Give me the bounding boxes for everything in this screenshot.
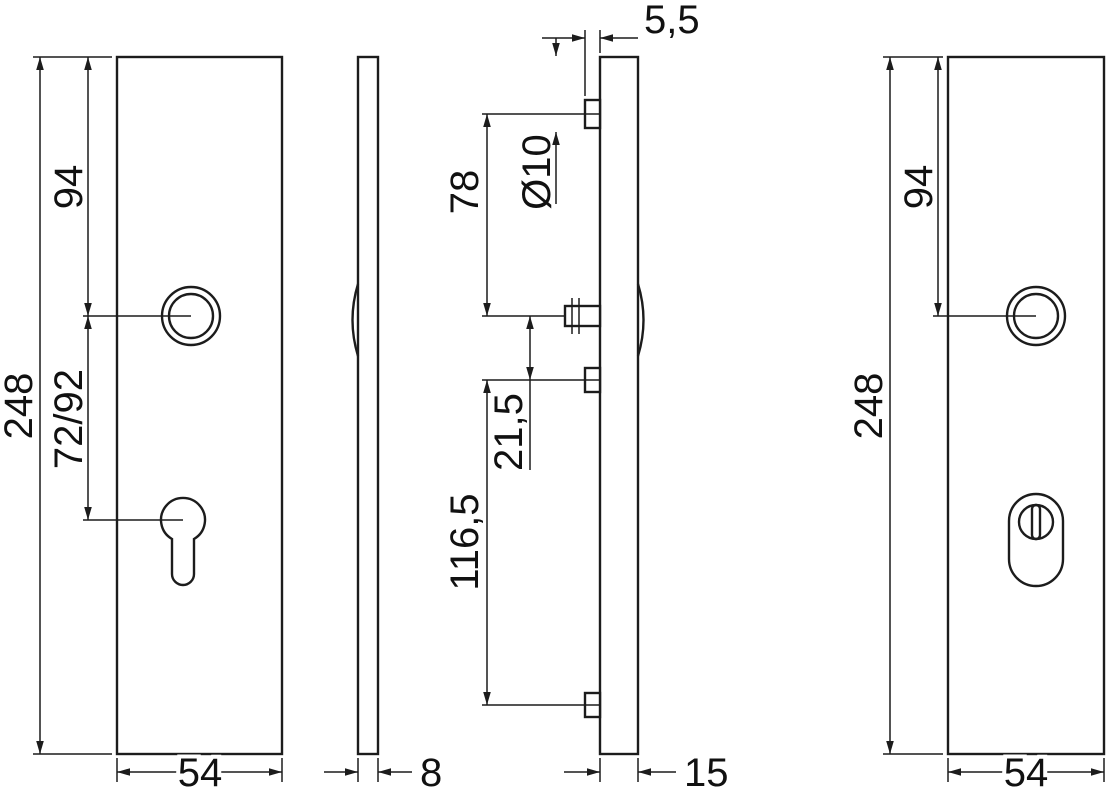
dim-label-top-span: 78 (443, 170, 487, 215)
dim-label-height: 248 (847, 373, 891, 440)
protrusion-dimension: 5,5 (542, 0, 700, 96)
dim-label-height: 248 (0, 373, 41, 440)
dim-label-mid-span: 21,5 (487, 393, 531, 471)
dim-label-protrusion: 5,5 (644, 0, 700, 42)
dim-label-depth: 15 (684, 751, 729, 795)
depth-dimension: 15 (564, 751, 729, 795)
view-profile-outer: 5,5 78 Ø10 21,5 116,5 (443, 0, 729, 795)
security-rosette (1007, 492, 1065, 588)
dim-label-width: 54 (1004, 751, 1049, 795)
extension-lines (33, 56, 283, 782)
handle-boss-bump (636, 283, 645, 357)
top-span-dimension: 78 (443, 113, 585, 317)
profile-outline (598, 55, 640, 756)
view-profile-inner: 8 (324, 55, 442, 795)
view-front-left-plate: 248 94 72/92 54 (0, 55, 284, 799)
handle-boss-bump (351, 283, 360, 357)
dim-label-diameter: Ø10 (515, 134, 559, 210)
bolt-diameter-dimension: Ø10 (515, 132, 560, 210)
dim-label-lower-span: 116,5 (443, 493, 487, 590)
dim-label-top-to-handle: 94 (47, 165, 91, 210)
dimension-lines (886, 57, 1104, 776)
view-front-right-plate: 248 94 54 (847, 55, 1106, 799)
extension-lines (357, 758, 379, 782)
plate-outline (115, 55, 284, 756)
dimension-lines (36, 57, 282, 776)
euro-cylinder-hole (159, 496, 207, 587)
spindle (563, 304, 602, 328)
dim-label-handle-to-cylinder: 72/92 (47, 369, 91, 469)
dim-label-thickness: 8 (420, 751, 442, 795)
lower-span-dimension: 116,5 (443, 379, 585, 706)
dim-label-width: 54 (178, 751, 223, 795)
profile-outline (356, 55, 380, 756)
rosette-keyway-slot (1030, 503, 1042, 541)
mid-span-dimension: 21,5 (487, 316, 534, 471)
plate-outline (946, 55, 1106, 756)
dim-label-top-to-handle: 94 (897, 165, 941, 210)
